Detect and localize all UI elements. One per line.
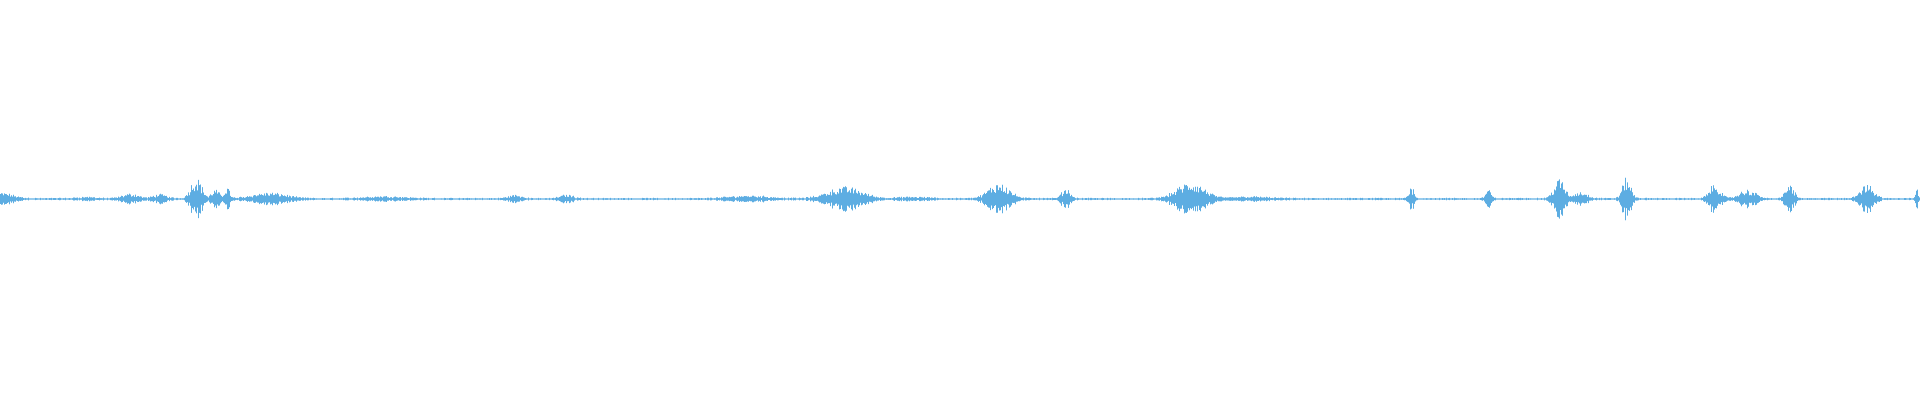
waveform-samples xyxy=(0,177,1920,221)
waveform-path xyxy=(0,177,1920,221)
